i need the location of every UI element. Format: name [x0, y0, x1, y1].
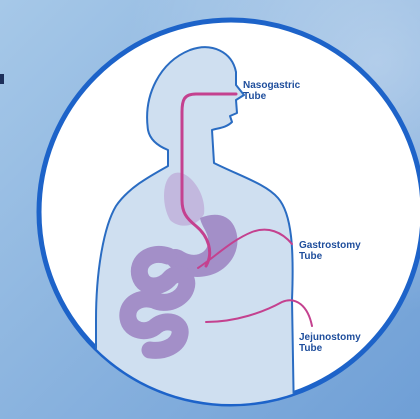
gastrostomy-label-line2: Tube	[299, 251, 361, 262]
gastrostomy-tube-label: Gastrostomy Tube	[299, 240, 361, 262]
gastrostomy-label-line1: Gastrostomy	[299, 240, 361, 251]
edge-mark	[0, 74, 4, 84]
jejunostomy-label-line2: Tube	[299, 343, 361, 354]
jejunostomy-tube-label: Jejunostomy Tube	[299, 332, 361, 354]
nasogastric-label-line1: Nasogastric	[243, 80, 300, 91]
nasogastric-tube-label: Nasogastric Tube	[243, 80, 300, 102]
jejunostomy-label-line1: Jejunostomy	[299, 332, 361, 343]
nasogastric-label-line2: Tube	[243, 91, 300, 102]
